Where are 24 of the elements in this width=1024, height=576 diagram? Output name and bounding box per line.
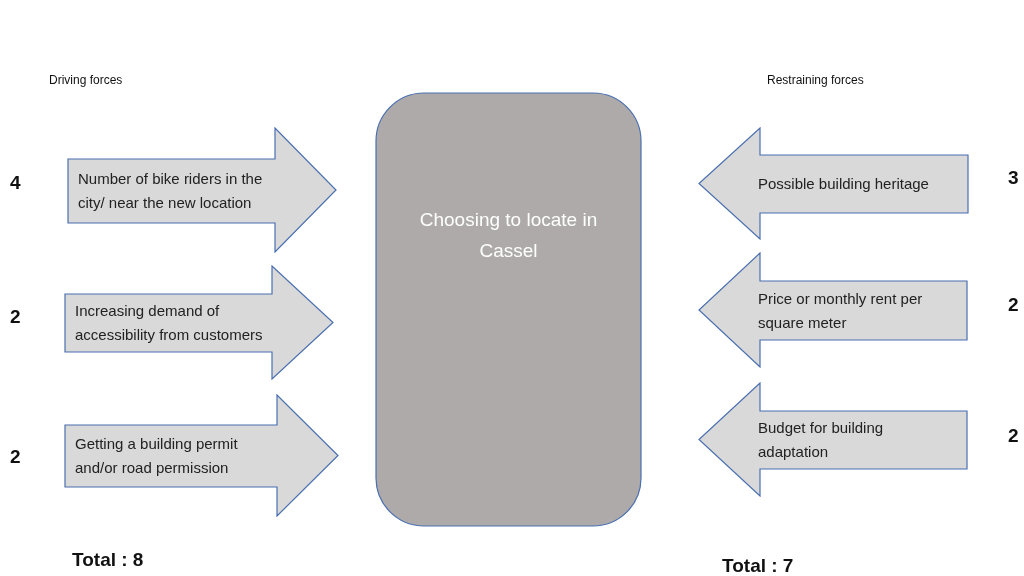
total-score: Total : 8 bbox=[72, 549, 144, 571]
force-score: 2 bbox=[1008, 294, 1019, 316]
force-text: Price or monthly rent per square meter bbox=[757, 288, 924, 333]
goal-box bbox=[375, 92, 642, 527]
force-arrow bbox=[698, 127, 969, 240]
total-score: Total : 7 bbox=[722, 555, 794, 576]
force-text: Budget for building adaptation bbox=[757, 418, 885, 462]
force-score: 2 bbox=[10, 306, 21, 328]
force-score: 3 bbox=[1008, 167, 1019, 189]
force-text: Possible building heritage bbox=[757, 174, 930, 194]
force-arrow bbox=[64, 394, 339, 517]
force-score: 2 bbox=[10, 446, 21, 468]
force-score: 2 bbox=[1008, 425, 1019, 447]
column-heading: Driving forces bbox=[49, 73, 123, 87]
force-arrow bbox=[698, 252, 968, 368]
force-arrow bbox=[64, 265, 334, 380]
column-heading: Restraining forces bbox=[767, 73, 864, 87]
force-score: 4 bbox=[10, 172, 21, 194]
goal-text: Choosing to locate in Cassel bbox=[418, 208, 599, 263]
force-text: Number of bike riders in the city/ near the new location bbox=[78, 169, 264, 213]
force-arrow bbox=[698, 382, 968, 497]
force-arrow bbox=[67, 127, 337, 253]
force-text: Increasing demand of accessibility from customers bbox=[75, 301, 263, 345]
force-text: Getting a building permit and/or road permission bbox=[75, 434, 239, 478]
